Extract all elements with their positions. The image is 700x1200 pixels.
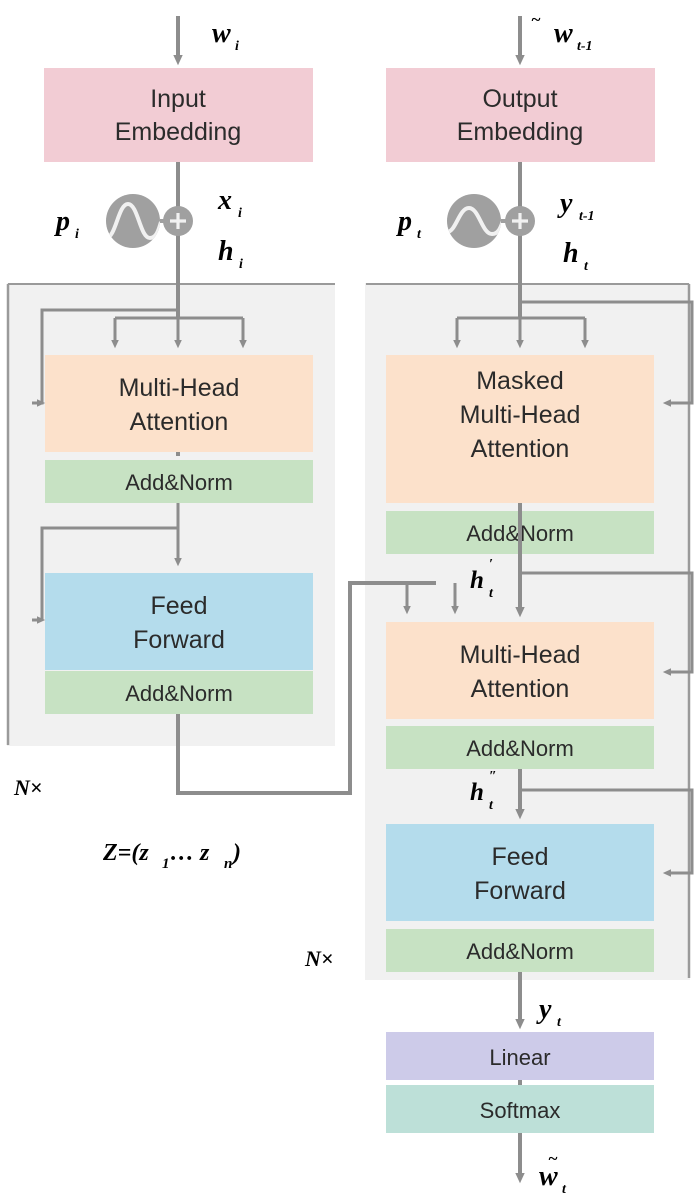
decoder-masked-attention-label-line3: Attention bbox=[471, 435, 570, 463]
encoder-embedding-label-line2: Embedding bbox=[115, 118, 241, 146]
decoder-embedding-box[interactable] bbox=[386, 68, 655, 162]
equation-mid: … z bbox=[170, 840, 210, 866]
sine-wave-circle-icon-decoder bbox=[447, 194, 501, 248]
svg-text:h: h bbox=[470, 567, 484, 594]
svg-text:y: y bbox=[536, 994, 552, 1025]
decoder-addnorm-2-box[interactable] bbox=[386, 726, 654, 769]
decoder-cross-attention-label-line1: Multi-Head bbox=[460, 641, 581, 669]
svg-text:x: x bbox=[217, 185, 232, 216]
decoder-masked-attention-box[interactable] bbox=[386, 355, 654, 503]
decoder-addnorm-2-label: Add&Norm bbox=[466, 736, 574, 761]
encoder-embedding-box[interactable] bbox=[44, 68, 313, 162]
svg-text:″: ″ bbox=[489, 769, 497, 784]
encoder-embedding-label-line1: Input bbox=[150, 85, 206, 113]
symbol-decoder-y-prev: y t-1 bbox=[557, 188, 595, 224]
symbol-decoder-input: w ~ t-1 bbox=[531, 10, 593, 54]
svg-text:i: i bbox=[239, 257, 243, 272]
decoder-residual-masked-attention bbox=[520, 300, 694, 407]
svg-text:t: t bbox=[584, 259, 589, 274]
sine-wave-circle-icon-encoder bbox=[106, 194, 160, 248]
equation-lead: Z=(z bbox=[102, 840, 149, 866]
encoder-ff-input-arrow bbox=[32, 503, 182, 624]
decoder-residual-feedforward bbox=[520, 788, 694, 877]
svg-text:t: t bbox=[489, 586, 494, 601]
symbol-encoder-x: x i bbox=[217, 185, 242, 221]
encoder-feedforward-label-line2: Forward bbox=[133, 626, 225, 654]
svg-text:t: t bbox=[489, 798, 494, 813]
encoder-feedforward-label-line1: Feed bbox=[151, 592, 208, 620]
svg-text:w: w bbox=[554, 18, 573, 49]
symbol-decoder-y: y t bbox=[536, 994, 562, 1030]
decoder-cross-attention-label-line2: Attention bbox=[471, 675, 570, 703]
svg-text:p: p bbox=[396, 206, 412, 237]
encoder-attention-label-line1: Multi-Head bbox=[119, 374, 240, 402]
decoder-masked-qkv-fanout bbox=[453, 316, 589, 349]
svg-text:w: w bbox=[539, 1161, 558, 1192]
encoder-to-decoder-fanout bbox=[403, 583, 459, 615]
decoder-feedforward-label-line1: Feed bbox=[492, 843, 549, 871]
svg-text:i: i bbox=[235, 39, 239, 54]
svg-text:t: t bbox=[562, 1182, 567, 1197]
equation-tail: ) bbox=[231, 840, 241, 866]
svg-text:i: i bbox=[75, 227, 79, 242]
decoder-embedding-label-line1: Output bbox=[482, 85, 557, 113]
svg-text:t-1: t-1 bbox=[579, 209, 595, 224]
svg-text:t: t bbox=[417, 227, 422, 242]
decoder-repeat-label: N× bbox=[304, 946, 333, 971]
decoder-residual-cross-attention bbox=[520, 571, 694, 676]
encoder-repeat-label: N× bbox=[13, 775, 42, 800]
decoder-masked-attention-label-line2: Multi-Head bbox=[460, 401, 581, 429]
decoder-add-operator bbox=[505, 206, 535, 236]
encoder-qkv-fanout bbox=[111, 316, 247, 349]
svg-text:~: ~ bbox=[548, 1149, 558, 1168]
svg-text:i: i bbox=[238, 206, 242, 221]
decoder-feedforward-label-line2: Forward bbox=[474, 877, 566, 905]
softmax-label: Softmax bbox=[480, 1098, 561, 1123]
svg-text:′: ′ bbox=[489, 557, 493, 572]
equation-sub2: n bbox=[224, 856, 232, 872]
softmax-box[interactable] bbox=[386, 1085, 654, 1133]
symbol-decoder-h-double-prime: h ″ t bbox=[470, 769, 497, 813]
symbol-encoder-h: h i bbox=[218, 236, 243, 272]
decoder-masked-attention-label-line1: Masked bbox=[476, 367, 564, 395]
encoder-attention-box[interactable] bbox=[45, 355, 313, 452]
encoder-output-path bbox=[176, 581, 436, 795]
linear-box[interactable] bbox=[386, 1032, 654, 1080]
symbol-decoder-h-prime: h ′ t bbox=[470, 557, 494, 601]
svg-text:~: ~ bbox=[531, 10, 541, 29]
decoder-embedding-label-line2: Embedding bbox=[457, 118, 583, 146]
symbol-decoder-h: h t bbox=[563, 238, 589, 274]
encoder-addnorm-2-box[interactable] bbox=[45, 671, 313, 714]
encoder-residual-attention bbox=[32, 308, 178, 407]
symbol-encoder-input: w i bbox=[212, 18, 239, 54]
decoder-cross-attention-box[interactable] bbox=[386, 622, 654, 719]
decoder-addnorm-3-label: Add&Norm bbox=[466, 939, 574, 964]
svg-text:h: h bbox=[218, 236, 234, 267]
symbol-decoder-output: w ~ t bbox=[539, 1149, 567, 1197]
linear-label: Linear bbox=[489, 1045, 550, 1070]
symbol-decoder-positional: p t bbox=[396, 206, 422, 242]
decoder-feedforward-box[interactable] bbox=[386, 824, 654, 921]
encoder-feedforward-box[interactable] bbox=[45, 573, 313, 670]
symbol-encoder-positional: p i bbox=[54, 206, 79, 242]
svg-text:h: h bbox=[563, 238, 579, 269]
equation-sub1: 1 bbox=[162, 856, 170, 872]
encoder-addnorm-2-label: Add&Norm bbox=[125, 681, 233, 706]
svg-text:w: w bbox=[212, 18, 231, 49]
svg-text:t-1: t-1 bbox=[577, 39, 593, 54]
svg-text:p: p bbox=[54, 206, 70, 237]
svg-text:h: h bbox=[470, 779, 484, 806]
svg-text:y: y bbox=[557, 188, 573, 219]
decoder-addnorm-3-box[interactable] bbox=[386, 929, 654, 972]
svg-text:t: t bbox=[557, 1015, 562, 1030]
encoder-addnorm-1-label: Add&Norm bbox=[125, 470, 233, 495]
encoder-output-equation: Z=(z 1 … z n ) bbox=[102, 840, 241, 872]
encoder-addnorm-1-box[interactable] bbox=[45, 460, 313, 503]
encoder-add-operator bbox=[163, 206, 193, 236]
encoder-attention-label-line2: Attention bbox=[130, 408, 229, 436]
